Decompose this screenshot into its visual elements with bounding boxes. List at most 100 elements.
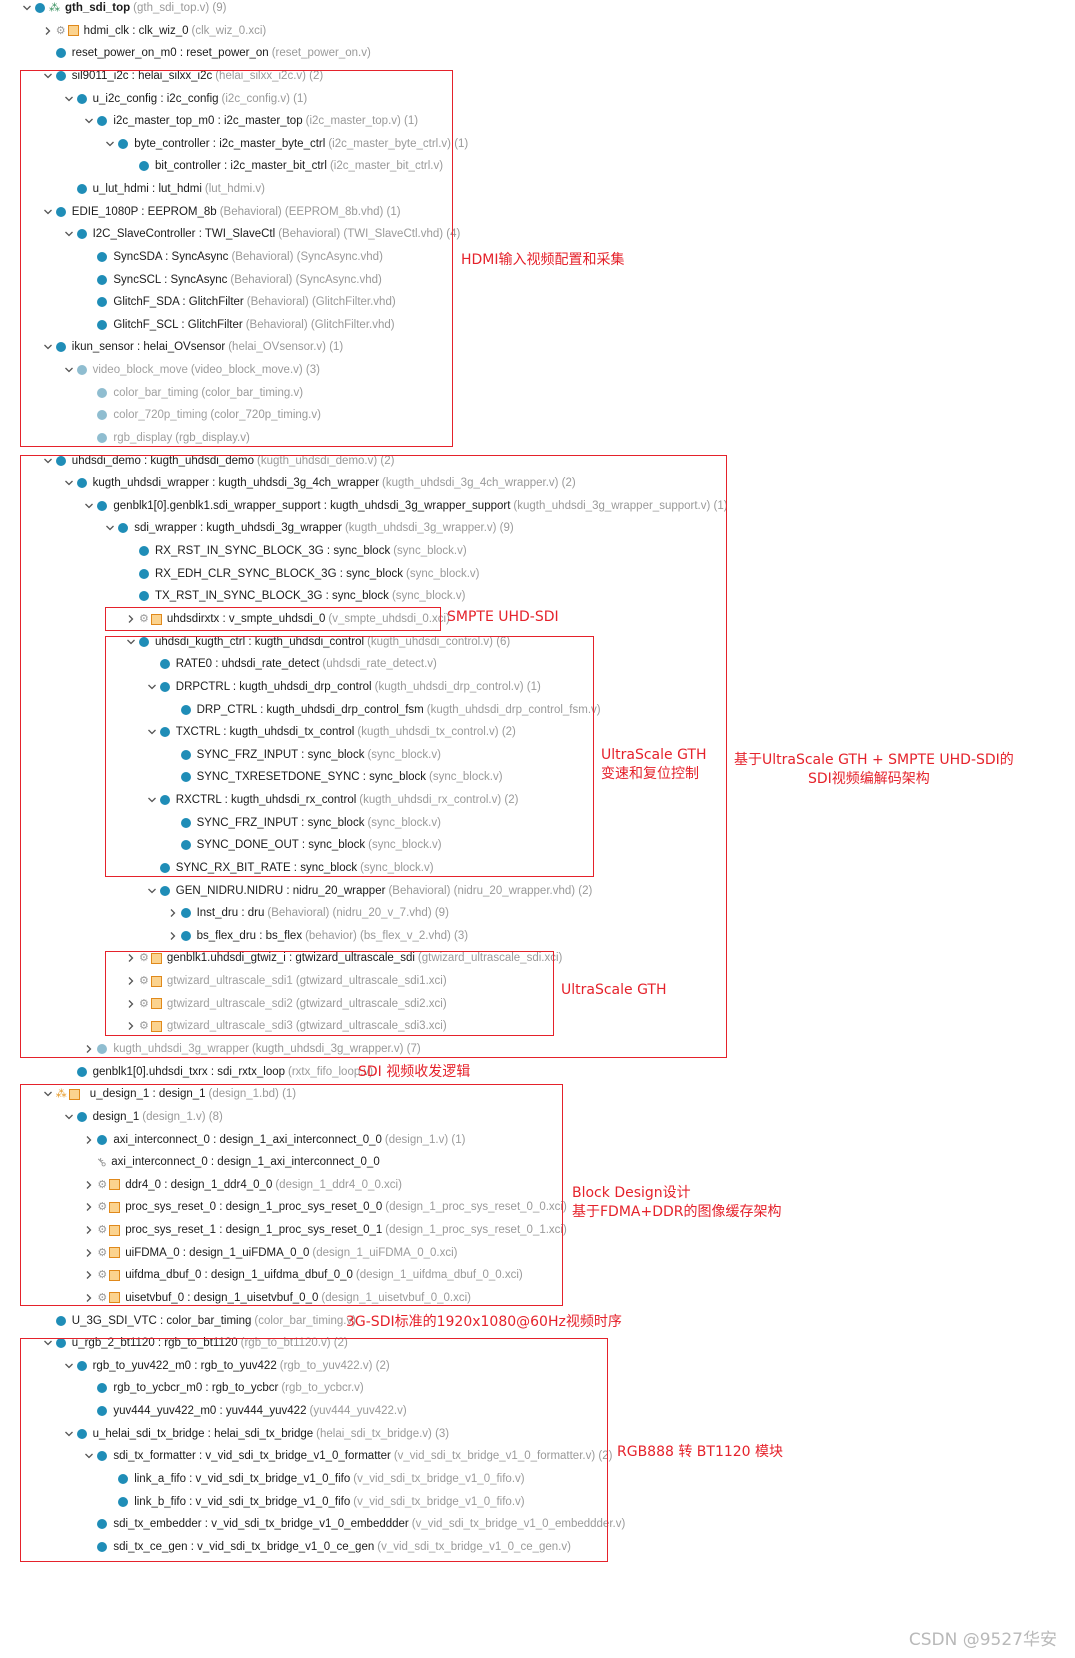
tree-row[interactable]: SYNC_TXRESETDONE_SYNC : sync_block(sync_… (167, 766, 503, 788)
tree-row[interactable]: bit_controller : i2c_master_bit_ctrl(i2c… (125, 155, 443, 177)
chevron-right-icon[interactable] (83, 1129, 95, 1151)
tree-row[interactable]: sil9011_i2c : helai_silxx_i2c(helai_silx… (42, 65, 323, 87)
chevron-right-icon[interactable] (167, 902, 179, 924)
tree-row[interactable]: ⁂u_design_1 : design_1(design_1.bd) (1) (42, 1083, 296, 1105)
tree-row[interactable]: RX_EDH_CLR_SYNC_BLOCK_3G : sync_block(sy… (125, 563, 480, 585)
tree-row[interactable]: SYNC_RX_BIT_RATE : sync_block(sync_block… (146, 857, 434, 879)
tree-row[interactable]: ⚙hdmi_clk : clk_wiz_0(clk_wiz_0.xci) (42, 20, 266, 42)
chevron-down-icon[interactable] (63, 359, 75, 381)
chevron-down-icon[interactable] (63, 88, 75, 110)
chevron-down-icon[interactable] (83, 110, 95, 132)
tree-row[interactable]: ⁂gth_sdi_top(gth_sdi_top.v) (9) (21, 0, 227, 19)
chevron-right-icon[interactable] (125, 993, 137, 1015)
tree-row[interactable]: link_b_fifo : v_vid_sdi_tx_bridge_v1_0_f… (104, 1491, 525, 1513)
tree-row[interactable]: ⚙gtwizard_ultrascale_sdi2(gtwizard_ultra… (125, 993, 447, 1015)
tree-row[interactable]: u_rgb_2_bt1120 : rgb_to_bt1120(rgb_to_bt… (42, 1332, 348, 1354)
chevron-down-icon[interactable] (104, 133, 116, 155)
chevron-down-icon[interactable] (104, 517, 116, 539)
tree-row[interactable]: u_lut_hdmi : lut_hdmi(lut_hdmi.v) (63, 178, 265, 200)
tree-row[interactable]: sdi_tx_ce_gen : v_vid_sdi_tx_bridge_v1_0… (83, 1536, 571, 1558)
tree-row[interactable]: ⚙genblk1.uhdsdi_gtwiz_i : gtwizard_ultra… (125, 947, 562, 969)
chevron-down-icon[interactable] (146, 789, 158, 811)
tree-row[interactable]: rgb_to_ycbcr_m0 : rgb_to_ycbcr(rgb_to_yc… (83, 1377, 364, 1399)
tree-row[interactable]: I2C_SlaveController : TWI_SlaveCtl(Behav… (63, 223, 460, 245)
chevron-down-icon[interactable] (146, 721, 158, 743)
tree-row[interactable]: EDIE_1080P : EEPROM_8b(Behavioral) (EEPR… (42, 201, 401, 223)
tree-row[interactable]: SYNC_FRZ_INPUT : sync_block(sync_block.v… (167, 812, 441, 834)
chevron-right-icon[interactable] (83, 1174, 95, 1196)
chevron-down-icon[interactable] (125, 631, 137, 653)
tree-row[interactable]: DRP_CTRL : kugth_uhdsdi_drp_control_fsm(… (167, 699, 601, 721)
tree-row[interactable]: ⚙uhdsdirxtx : v_smpte_uhdsdi_0(v_smpte_u… (125, 608, 450, 630)
chevron-down-icon[interactable] (63, 223, 75, 245)
chevron-right-icon[interactable] (125, 608, 137, 630)
tree-row[interactable]: RATE0 : uhdsdi_rate_detect(uhdsdi_rate_d… (146, 653, 437, 675)
chevron-down-icon[interactable] (63, 1355, 75, 1377)
tree-row[interactable]: reset_power_on_m0 : reset_power_on(reset… (42, 42, 371, 64)
tree-row[interactable]: genblk1[0].uhdsdi_txrx : sdi_rxtx_loop(r… (63, 1061, 373, 1083)
tree-row[interactable]: RX_RST_IN_SYNC_BLOCK_3G : sync_block(syn… (125, 540, 467, 562)
tree-row[interactable]: kugth_uhdsdi_wrapper : kugth_uhdsdi_3g_4… (63, 472, 576, 494)
chevron-down-icon[interactable] (83, 495, 95, 517)
tree-row[interactable]: RXCTRL : kugth_uhdsdi_rx_control(kugth_u… (146, 789, 518, 811)
chevron-right-icon[interactable] (83, 1264, 95, 1286)
chevron-right-icon[interactable] (83, 1038, 95, 1060)
chevron-down-icon[interactable] (146, 676, 158, 698)
chevron-down-icon[interactable] (42, 1332, 54, 1354)
tree-row[interactable]: TX_RST_IN_SYNC_BLOCK_3G : sync_block(syn… (125, 585, 465, 607)
chevron-right-icon[interactable] (125, 947, 137, 969)
tree-row[interactable]: genblk1[0].genblk1.sdi_wrapper_support :… (83, 495, 728, 517)
tree-row[interactable]: sdi_tx_embedder : v_vid_sdi_tx_bridge_v1… (83, 1513, 625, 1535)
chevron-down-icon[interactable] (146, 880, 158, 902)
chevron-down-icon[interactable] (42, 65, 54, 87)
chevron-down-icon[interactable] (42, 336, 54, 358)
tree-row[interactable]: u_i2c_config : i2c_config(i2c_config.v) … (63, 88, 307, 110)
tree-row[interactable]: color_bar_timing(color_bar_timing.v) (83, 382, 303, 404)
chevron-down-icon[interactable] (83, 1445, 95, 1467)
chevron-down-icon[interactable] (42, 201, 54, 223)
tree-row[interactable]: ikun_sensor : helai_OVsensor(helai_OVsen… (42, 336, 343, 358)
chevron-right-icon[interactable] (42, 20, 54, 42)
tree-row[interactable]: link_a_fifo : v_vid_sdi_tx_bridge_v1_0_f… (104, 1468, 525, 1490)
tree-row[interactable]: ⚙gtwizard_ultrascale_sdi1(gtwizard_ultra… (125, 970, 447, 992)
tree-row[interactable]: ⚙uifdma_dbuf_0 : design_1_uifdma_dbuf_0_… (83, 1264, 523, 1286)
tree-row[interactable]: SYNC_FRZ_INPUT : sync_block(sync_block.v… (167, 744, 441, 766)
tree-row[interactable]: video_block_move(video_block_move.v) (3) (63, 359, 320, 381)
chevron-right-icon[interactable] (83, 1196, 95, 1218)
chevron-down-icon[interactable] (63, 1423, 75, 1445)
chevron-down-icon[interactable] (63, 1106, 75, 1128)
tree-row[interactable]: ⚙ddr4_0 : design_1_ddr4_0_0(design_1_ddr… (83, 1174, 402, 1196)
tree-row[interactable]: U_3G_SDI_VTC : color_bar_timing(color_ba… (42, 1310, 356, 1332)
tree-row[interactable]: TXCTRL : kugth_uhdsdi_tx_control(kugth_u… (146, 721, 516, 743)
tree-row[interactable]: SyncSCL : SyncAsync(Behavioral) (SyncAsy… (83, 269, 382, 291)
tree-row[interactable]: byte_controller : i2c_master_byte_ctrl(i… (104, 133, 468, 155)
chevron-right-icon[interactable] (83, 1242, 95, 1264)
tree-row[interactable]: SyncSDA : SyncAsync(Behavioral) (SyncAsy… (83, 246, 383, 268)
tree-row[interactable]: Inst_dru : dru(Behavioral) (nidru_20_v_7… (167, 902, 449, 924)
chevron-right-icon[interactable] (167, 925, 179, 947)
tree-row[interactable]: ⚷axi_interconnect_0 : design_1_axi_inter… (83, 1151, 380, 1173)
tree-row[interactable]: rgb_to_yuv422_m0 : rgb_to_yuv422(rgb_to_… (63, 1355, 390, 1377)
tree-row[interactable]: DRPCTRL : kugth_uhdsdi_drp_control(kugth… (146, 676, 541, 698)
tree-row[interactable]: sdi_tx_formatter : v_vid_sdi_tx_bridge_v… (83, 1445, 612, 1467)
tree-row[interactable]: GlitchF_SCL : GlitchFilter(Behavioral) (… (83, 314, 395, 336)
chevron-right-icon[interactable] (83, 1219, 95, 1241)
tree-row[interactable]: ⚙gtwizard_ultrascale_sdi3(gtwizard_ultra… (125, 1015, 447, 1037)
tree-row[interactable]: GlitchF_SDA : GlitchFilter(Behavioral) (… (83, 291, 396, 313)
tree-row[interactable]: bs_flex_dru : bs_flex(behavior) (bs_flex… (167, 925, 468, 947)
tree-row[interactable]: i2c_master_top_m0 : i2c_master_top(i2c_m… (83, 110, 418, 132)
tree-row[interactable]: u_helai_sdi_tx_bridge : helai_sdi_tx_bri… (63, 1423, 449, 1445)
tree-row[interactable]: ⚙proc_sys_reset_1 : design_1_proc_sys_re… (83, 1219, 567, 1241)
tree-row[interactable]: kugth_uhdsdi_3g_wrapper(kugth_uhdsdi_3g_… (83, 1038, 421, 1060)
tree-row[interactable]: GEN_NIDRU.NIDRU : nidru_20_wrapper(Behav… (146, 880, 592, 902)
chevron-right-icon[interactable] (125, 970, 137, 992)
tree-row[interactable]: rgb_display(rgb_display.v) (83, 427, 250, 449)
tree-row[interactable]: ⚙uisetvbuf_0 : design_1_uisetvbuf_0_0(de… (83, 1287, 471, 1309)
chevron-right-icon[interactable] (83, 1287, 95, 1309)
chevron-down-icon[interactable] (42, 1083, 54, 1105)
tree-row[interactable]: uhdsdi_kugth_ctrl : kugth_uhdsdi_control… (125, 631, 510, 653)
chevron-down-icon[interactable] (21, 0, 33, 19)
tree-row[interactable]: ⚙proc_sys_reset_0 : design_1_proc_sys_re… (83, 1196, 567, 1218)
chevron-down-icon[interactable] (63, 472, 75, 494)
tree-row[interactable]: uhdsdi_demo : kugth_uhdsdi_demo(kugth_uh… (42, 450, 394, 472)
